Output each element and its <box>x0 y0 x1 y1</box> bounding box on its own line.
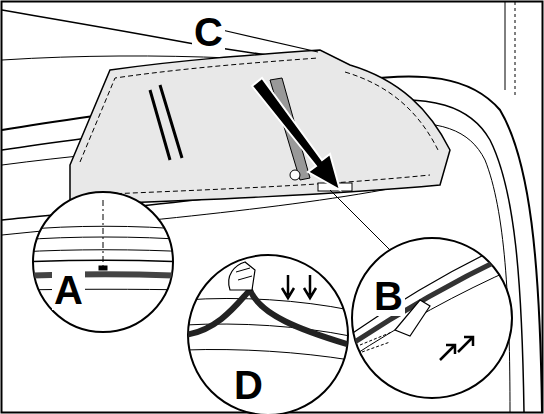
detail-inset <box>185 255 350 414</box>
detail-inset <box>20 192 190 332</box>
leader-line <box>222 30 318 52</box>
callout-letter: B <box>372 276 405 316</box>
direction-arrow <box>252 78 340 190</box>
callout-letter: D <box>232 365 265 405</box>
callout-letter: C <box>192 12 225 52</box>
leader-line <box>330 190 395 255</box>
callout-letter: A <box>52 270 85 310</box>
window-seal <box>70 50 450 205</box>
detail-inset <box>350 238 515 398</box>
